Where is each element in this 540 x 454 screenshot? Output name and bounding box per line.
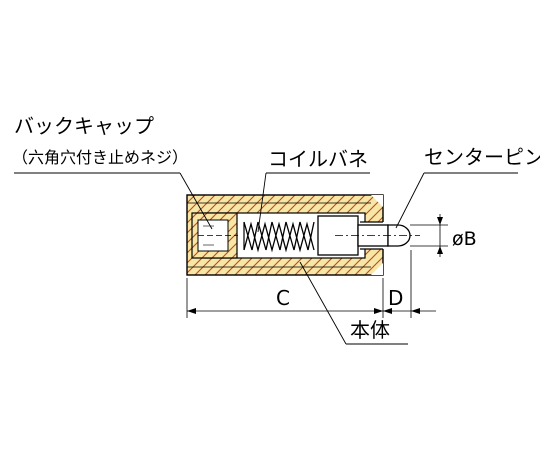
back-cap-label: バックキャップ: [14, 114, 154, 138]
leader-back-cap: バックキャップ （六角穴付き止めネジ）: [12, 114, 213, 230]
dimension-c: C: [187, 286, 383, 314]
center-pin-label: センターピン: [424, 145, 540, 169]
leader-center-pin: センターピン: [395, 145, 540, 229]
dimension-d: D: [383, 286, 436, 314]
dimension-b: øB: [410, 214, 477, 257]
dim-b-label: øB: [452, 228, 477, 250]
back-cap-screw: [191, 212, 238, 259]
coil-spring-label: コイルバネ: [268, 147, 368, 171]
body-label: 本体: [350, 318, 390, 342]
leader-body: 本体: [299, 261, 408, 345]
center-pin: [317, 215, 420, 256]
back-cap-note: （六角穴付き止めネジ）: [12, 148, 188, 167]
leader-coil-spring: コイルバネ: [257, 147, 370, 233]
dim-d-label: D: [388, 286, 403, 310]
coil-spring: [243, 221, 315, 253]
dim-c-label: C: [276, 286, 290, 310]
